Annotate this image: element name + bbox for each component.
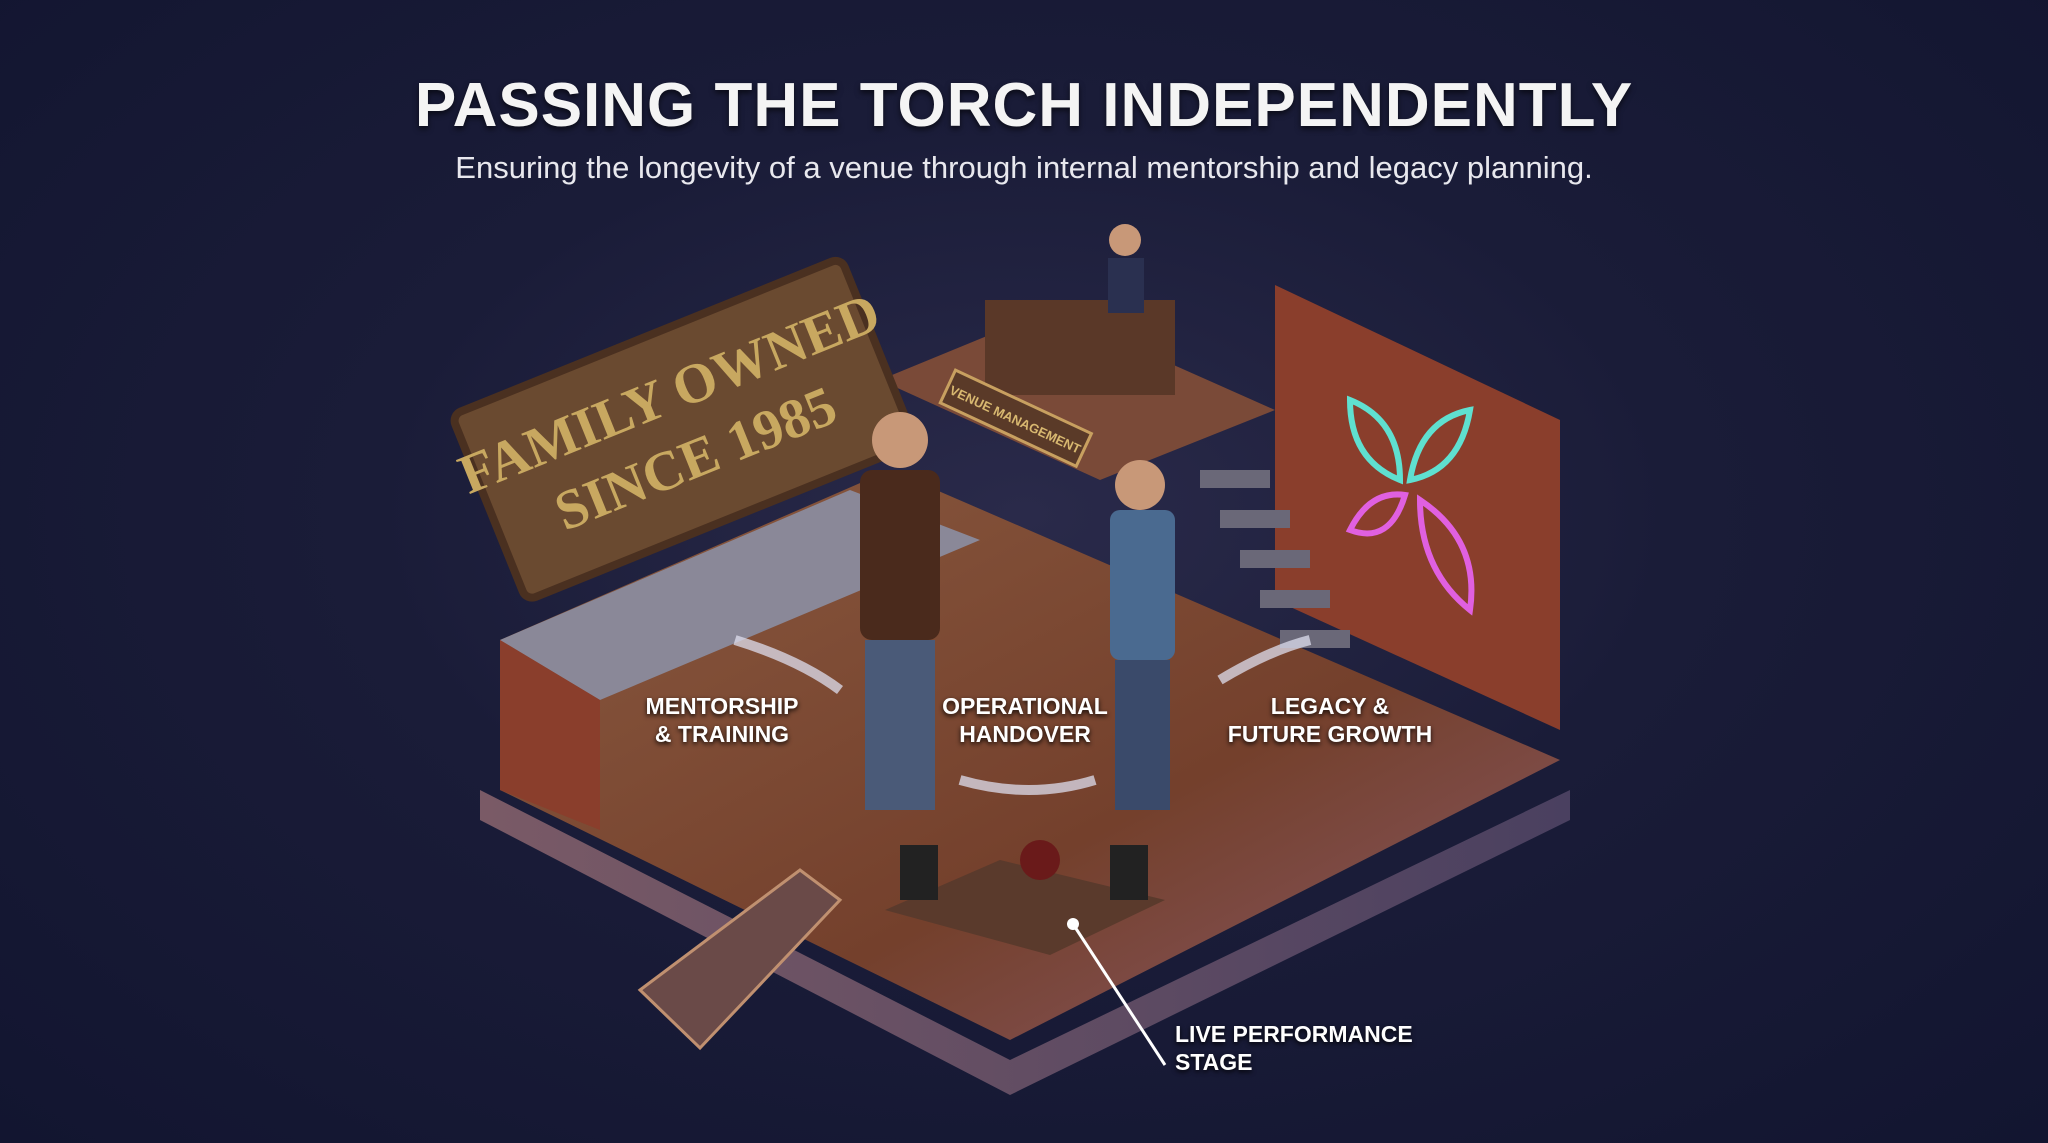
label-line: FUTURE GROWTH [1227,721,1433,747]
brick-wall-left [500,640,600,830]
speaker-left [900,845,938,900]
label-line: HANDOVER [959,721,1091,747]
ramp [637,868,843,1051]
label-line: OPERATIONAL [942,693,1108,719]
speaker-right [1110,845,1148,900]
neon-logo [1345,395,1475,616]
successor-figure [1110,460,1175,810]
label-line: STAGE [1175,1049,1253,1075]
label-legacy: LEGACY & FUTURE GROWTH [1200,692,1460,748]
label-line: & TRAINING [654,721,790,747]
manager-figure [1109,224,1141,256]
label-mentorship: MENTORSHIP & TRAINING [612,692,832,748]
desk [985,300,1175,395]
label-handover: OPERATIONAL HANDOVER [915,692,1135,748]
performance-stage [885,860,1165,955]
page-title: PASSING THE TORCH INDEPENDENTLY [414,71,1634,140]
label-stage: LIVE PERFORMANCE STAGE [1175,1020,1413,1076]
mentor-figure [860,412,940,810]
label-line: MENTORSHIP [645,693,799,719]
page-subtitle: Ensuring the longevity of a venue throug… [455,150,1593,185]
label-line: LEGACY & [1270,693,1390,719]
drum-kit [1020,840,1060,880]
flow-arrows [733,635,1312,795]
manager-body [1108,258,1144,313]
label-line: LIVE PERFORMANCE [1175,1021,1413,1047]
stage-callout-line [1071,923,1167,1066]
